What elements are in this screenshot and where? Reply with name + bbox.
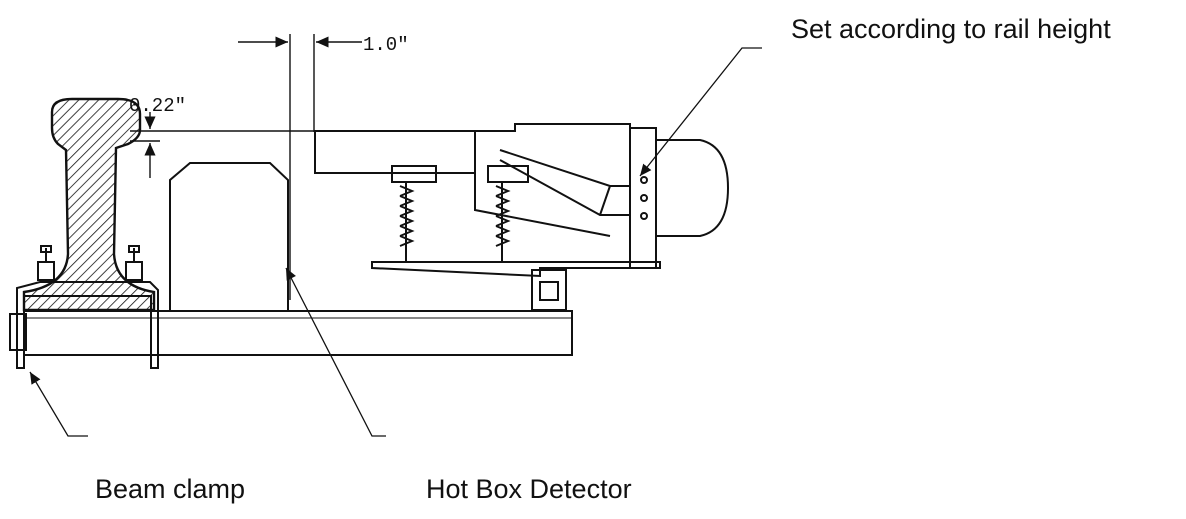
sensor-assembly — [314, 123, 730, 311]
hot-box-detector-body — [169, 162, 289, 310]
height-dimension-lines — [130, 112, 470, 178]
beam-clamp — [16, 281, 159, 369]
base-beam — [9, 310, 573, 356]
height-dimension-label: 0.22" — [129, 95, 187, 117]
gap-dimension-label: 1.0" — [363, 34, 409, 56]
beam-clamp-label: Beam clamp — [95, 474, 246, 504]
leader-lines — [29, 47, 762, 437]
rail-section — [22, 97, 156, 312]
hot-box-detector-label: Hot Box Detector — [426, 474, 632, 504]
rail-height-note: Set according to rail height — [791, 14, 1111, 44]
gap-dimension-lines — [238, 34, 362, 300]
